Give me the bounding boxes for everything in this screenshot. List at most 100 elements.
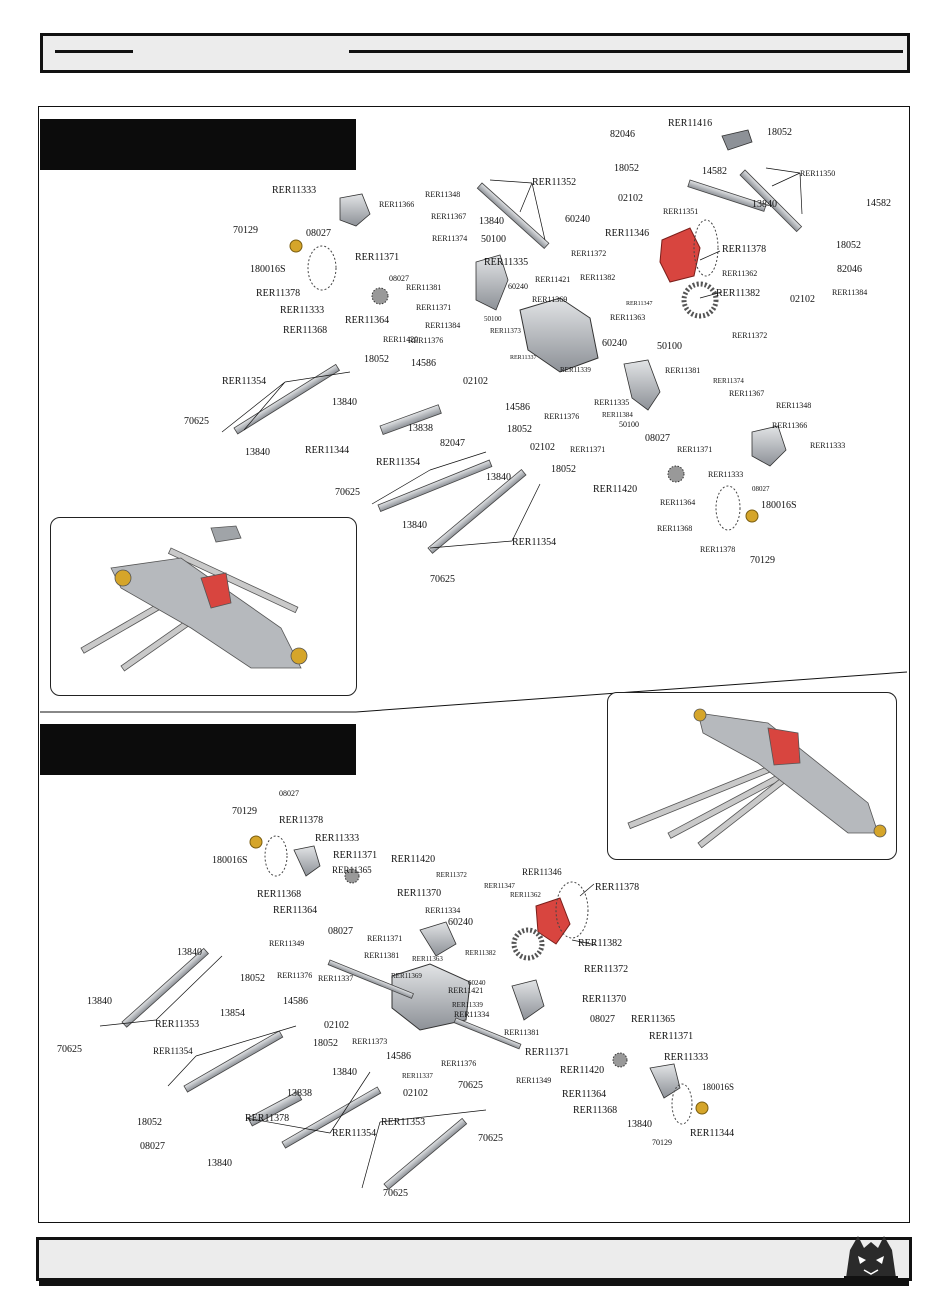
part-label: 13840: [332, 1067, 357, 1078]
part-label: 50100: [657, 341, 682, 352]
part-label: 08027: [645, 433, 670, 444]
part-label: RER11339: [560, 366, 591, 374]
part-label: RER11362: [722, 269, 757, 278]
front-hex-hub-right: [745, 509, 759, 523]
part-label: RER11346: [605, 228, 649, 239]
part-label: RER11369: [391, 972, 422, 980]
part-label: 13838: [408, 423, 433, 434]
footer-shadow: [39, 1280, 909, 1286]
part-label: RER11384: [602, 411, 633, 419]
part-label: RER11337: [510, 355, 536, 361]
part-label: RER11353: [381, 1117, 425, 1128]
part-label: 70625: [335, 487, 360, 498]
part-label: 82046: [610, 129, 635, 140]
part-label: RER11368: [573, 1105, 617, 1116]
part-label: RER11372: [571, 249, 606, 258]
part-label: 60240: [565, 214, 590, 225]
part-label: 18052: [614, 163, 639, 174]
part-label: RER11368: [657, 524, 692, 533]
part-label: RER11354: [332, 1128, 376, 1139]
part-label: 13840: [402, 520, 427, 531]
part-label: 18052: [551, 464, 576, 475]
part-label: RER11368: [257, 889, 301, 900]
rear-axle-section-bar: [40, 724, 356, 775]
part-label: 02102: [463, 376, 488, 387]
part-label: 70625: [458, 1080, 483, 1091]
part-label: 13840: [627, 1119, 652, 1130]
front-axle-section-bar: [40, 119, 356, 170]
part-label: 70625: [430, 574, 455, 585]
part-label: RER11372: [436, 871, 467, 879]
part-label: RER11378: [256, 288, 300, 299]
part-label: RER11368: [283, 325, 327, 336]
part-label: 50100: [619, 420, 639, 429]
part-label: RER11362: [510, 891, 541, 899]
part-label: RER11371: [649, 1031, 693, 1042]
part-label: RER11366: [379, 200, 414, 209]
part-label: 82047: [440, 438, 465, 449]
front-hub-carrier-right: [751, 425, 787, 467]
front-callout-lines: [221, 167, 803, 549]
part-label: 70129: [652, 1138, 672, 1147]
front-hex-hub-left: [289, 239, 303, 253]
part-label: RER11349: [516, 1076, 551, 1085]
part-label: 50100: [484, 315, 502, 323]
part-label: RER11344: [305, 445, 349, 456]
part-label: RER11421: [448, 986, 483, 995]
part-label: RER11420: [391, 854, 435, 865]
part-label: RER11384: [425, 321, 460, 330]
rear-ring-gear: [511, 927, 545, 961]
rear-hex-hub-left: [249, 835, 263, 849]
part-label: RER11348: [425, 190, 460, 199]
part-label: 18052: [836, 240, 861, 251]
part-label: RER11363: [412, 955, 443, 963]
part-label: 180016S: [761, 500, 797, 511]
front-ring-gear: [681, 281, 719, 319]
part-label: RER11334: [454, 1010, 489, 1019]
part-label: RER11354: [153, 1046, 193, 1056]
part-label: RER11416: [668, 118, 712, 129]
part-label: 18052: [364, 354, 389, 365]
part-label: 70129: [750, 555, 775, 566]
part-label: RER11371: [367, 934, 402, 943]
rear-diff-cover: [535, 897, 571, 945]
part-label: RER11335: [484, 257, 528, 268]
part-label: RER11376: [277, 971, 312, 980]
part-label: 18052: [240, 973, 265, 984]
rear-link-rods: [121, 947, 522, 1190]
part-label: RER11333: [280, 305, 324, 316]
part-label: RER11354: [222, 376, 266, 387]
part-label: 18052: [507, 424, 532, 435]
part-label: 02102: [530, 442, 555, 453]
part-label: RER11353: [155, 1019, 199, 1030]
part-label: 13854: [220, 1008, 245, 1019]
page-header-bar: [40, 33, 910, 73]
part-label: RER11364: [273, 905, 317, 916]
part-label: RER11367: [729, 389, 764, 398]
part-label: 82046: [837, 264, 862, 275]
part-label: RER11350: [800, 169, 835, 178]
front-diff-cover: [659, 227, 701, 283]
part-label: 70129: [233, 225, 258, 236]
part-label: RER11334: [425, 906, 460, 915]
part-label: RER11381: [504, 1028, 539, 1037]
part-label: RER11371: [333, 850, 377, 861]
part-label: 13840: [332, 397, 357, 408]
part-label: RER11381: [364, 951, 399, 960]
part-label: 180016S: [702, 1082, 734, 1092]
part-label: RER11420: [560, 1065, 604, 1076]
part-label: RER11421: [535, 275, 570, 284]
part-label: 02102: [403, 1088, 428, 1099]
part-label: RER11354: [376, 457, 420, 468]
part-label: RER11378: [722, 244, 766, 255]
part-label: RER11351: [663, 207, 698, 216]
part-label: RER11365: [631, 1014, 675, 1025]
part-label: RER11382: [465, 949, 496, 957]
front-screw-group-cover: [693, 219, 719, 277]
part-label: RER11376: [408, 336, 443, 345]
part-label: RER11381: [665, 366, 700, 375]
rear-screw-group-left: [264, 835, 288, 877]
part-label: 08027: [328, 926, 353, 937]
part-label: 70625: [478, 1133, 503, 1144]
part-label: RER11365: [332, 865, 372, 875]
